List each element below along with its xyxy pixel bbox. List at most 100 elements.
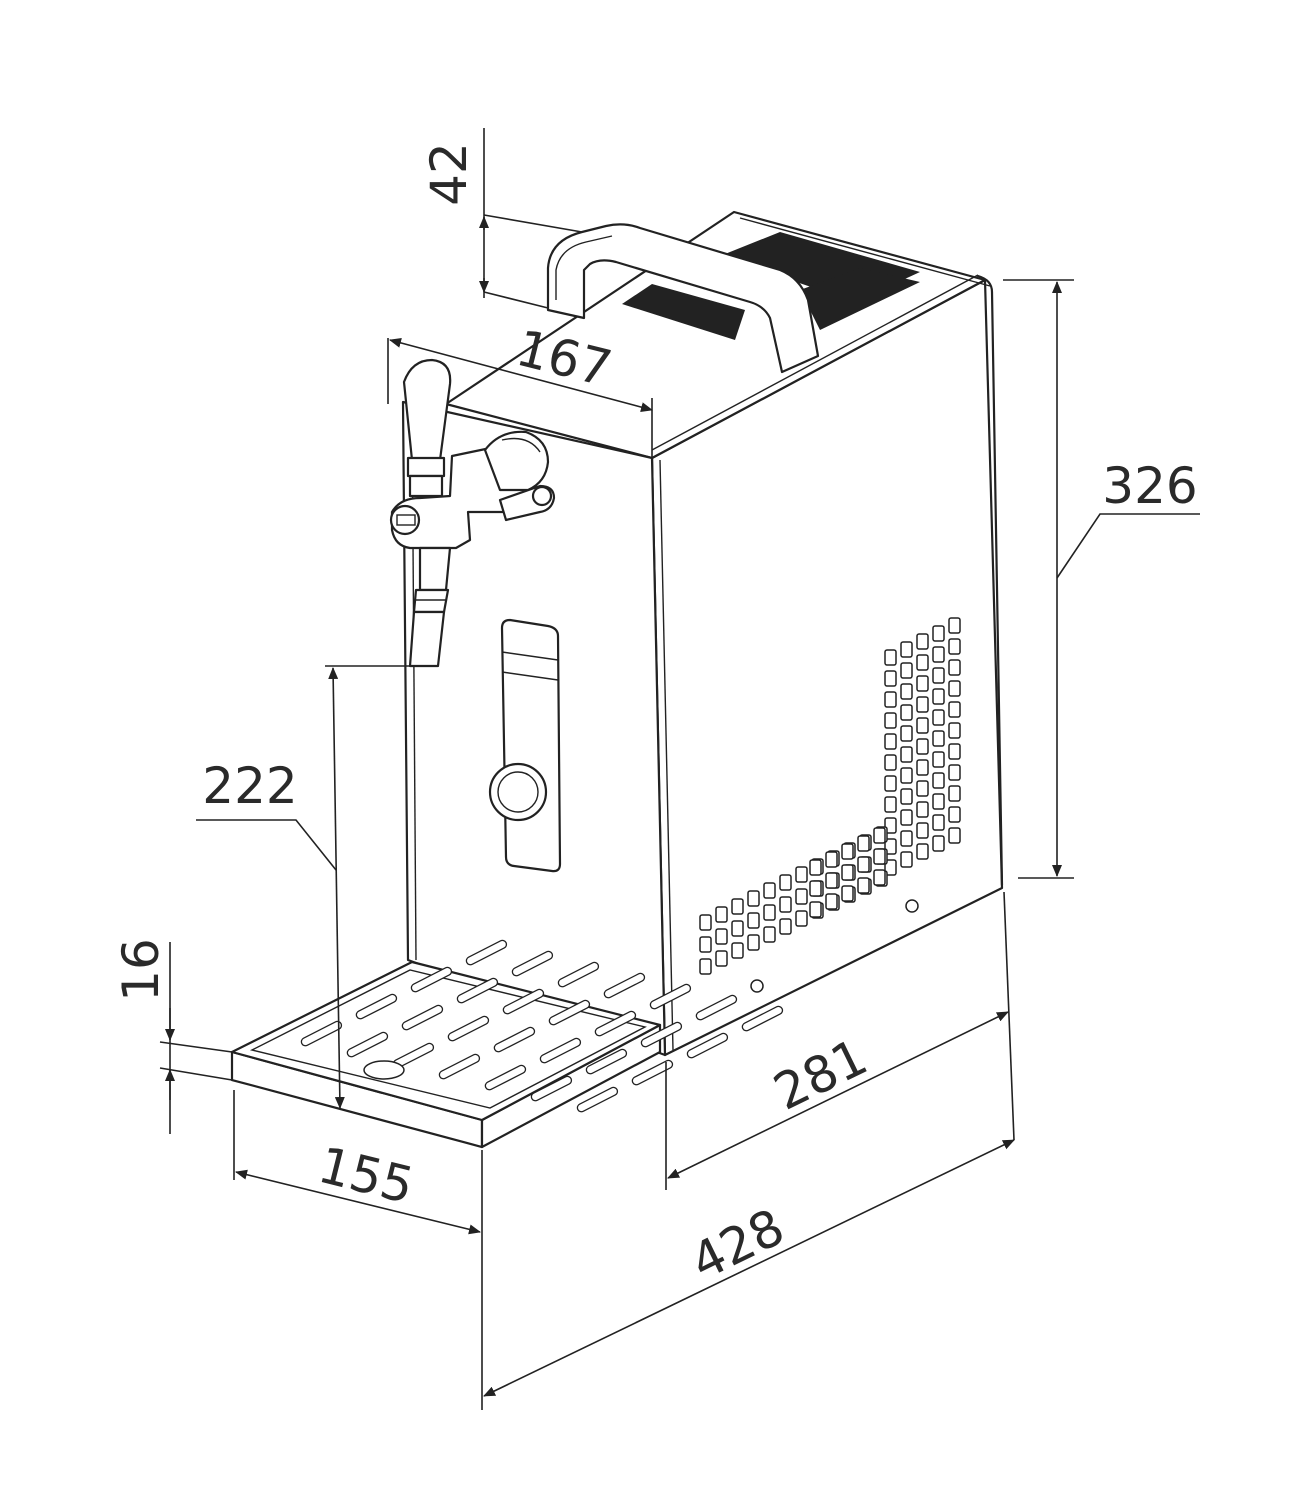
vent-hole	[763, 904, 776, 921]
vent-hole	[932, 625, 945, 642]
vent-hole	[884, 733, 897, 750]
rounded-corner	[976, 274, 1004, 887]
vent-hole	[795, 888, 808, 905]
vent-hole	[731, 898, 744, 915]
vent-hole	[900, 704, 913, 721]
dim-label-428: 428	[682, 1198, 793, 1292]
grate-slot	[346, 1031, 389, 1058]
vent-hole	[699, 914, 712, 931]
dim-label-42: 42	[420, 142, 478, 206]
vent-hole	[763, 926, 776, 943]
back-top-edge	[739, 217, 991, 287]
screw-icon	[905, 899, 919, 913]
vent-hole	[948, 722, 961, 739]
vent-hole	[747, 912, 760, 929]
screws	[750, 899, 919, 993]
vent-hole	[932, 688, 945, 705]
vent-hole	[825, 851, 838, 868]
vent-hole	[825, 893, 838, 910]
vent-hole	[900, 851, 913, 868]
vent-hole	[873, 848, 886, 865]
vent-hole	[715, 906, 728, 923]
vent-hole	[932, 835, 945, 852]
vent-hole	[932, 751, 945, 768]
vent-hole	[779, 896, 792, 913]
vent-hole	[715, 950, 728, 967]
vent-hole	[747, 890, 760, 907]
vent-hole	[900, 662, 913, 679]
grate-slot	[401, 1004, 444, 1031]
vent-hole	[884, 859, 897, 876]
grate-slot	[594, 1010, 637, 1037]
vent-hole	[873, 869, 886, 886]
dim-label-326: 326	[1102, 457, 1197, 515]
vent-hole	[948, 638, 961, 655]
vent-hole	[948, 617, 961, 634]
dimension-lines	[159, 128, 1200, 1410]
vent-hole	[884, 691, 897, 708]
grate-slot	[511, 950, 554, 977]
grate-slot	[539, 1037, 582, 1064]
vent-hole	[699, 958, 712, 975]
vent-hole	[900, 809, 913, 826]
grate-slot	[493, 1026, 536, 1053]
vent-hole	[900, 830, 913, 847]
vent-hole	[763, 882, 776, 899]
vent-hole	[916, 675, 929, 692]
vent-hole	[884, 796, 897, 813]
vent-hole	[809, 880, 822, 897]
vent-hole	[948, 701, 961, 718]
vent-hole	[916, 822, 929, 839]
vent-hole	[795, 910, 808, 927]
vent-hole	[884, 838, 897, 855]
dim-label-281: 281	[765, 1028, 876, 1122]
vent-hole	[900, 767, 913, 784]
grate-slot	[447, 1015, 490, 1042]
vent-hole	[825, 872, 838, 889]
vent-hole	[948, 827, 961, 844]
dim-label-16: 16	[112, 938, 170, 1002]
vent-hole	[809, 901, 822, 918]
vent-hole	[948, 785, 961, 802]
grate-slot	[438, 1053, 481, 1080]
vent-hole	[857, 856, 870, 873]
vent-hole	[916, 843, 929, 860]
vent-hole	[699, 936, 712, 953]
vent-hole	[916, 633, 929, 650]
vent-hole	[779, 874, 792, 891]
vent-hole	[809, 859, 822, 876]
vent-hole	[900, 683, 913, 700]
grate-slot	[484, 1064, 527, 1091]
dim-label-155: 155	[313, 1136, 420, 1215]
vent-hole	[916, 738, 929, 755]
vent-hole	[932, 667, 945, 684]
vent-hole	[884, 754, 897, 771]
grate-slot	[557, 961, 600, 988]
vent-hole	[884, 649, 897, 666]
vent-hole	[932, 730, 945, 747]
vent-hole	[932, 772, 945, 789]
vent-hole	[873, 827, 886, 844]
vent-hole	[731, 942, 744, 959]
vent-hole	[932, 814, 945, 831]
vent-hole	[916, 801, 929, 818]
corner-edge-line	[659, 459, 674, 1051]
vent-hole	[932, 709, 945, 726]
grate-slot	[530, 1075, 573, 1102]
vent-hole	[747, 934, 760, 951]
vent-hole	[884, 712, 897, 729]
vent-hole	[948, 680, 961, 697]
vent-hole	[948, 806, 961, 823]
vent-hole	[731, 920, 744, 937]
vent-hole	[948, 764, 961, 781]
vent-hole	[948, 743, 961, 760]
vent-hole	[884, 775, 897, 792]
vent-hole	[857, 835, 870, 852]
vent-hole	[900, 788, 913, 805]
front-control-window	[488, 618, 562, 873]
grate-slot	[576, 1086, 619, 1113]
grate-slot	[548, 999, 591, 1026]
grate-slot	[603, 972, 646, 999]
